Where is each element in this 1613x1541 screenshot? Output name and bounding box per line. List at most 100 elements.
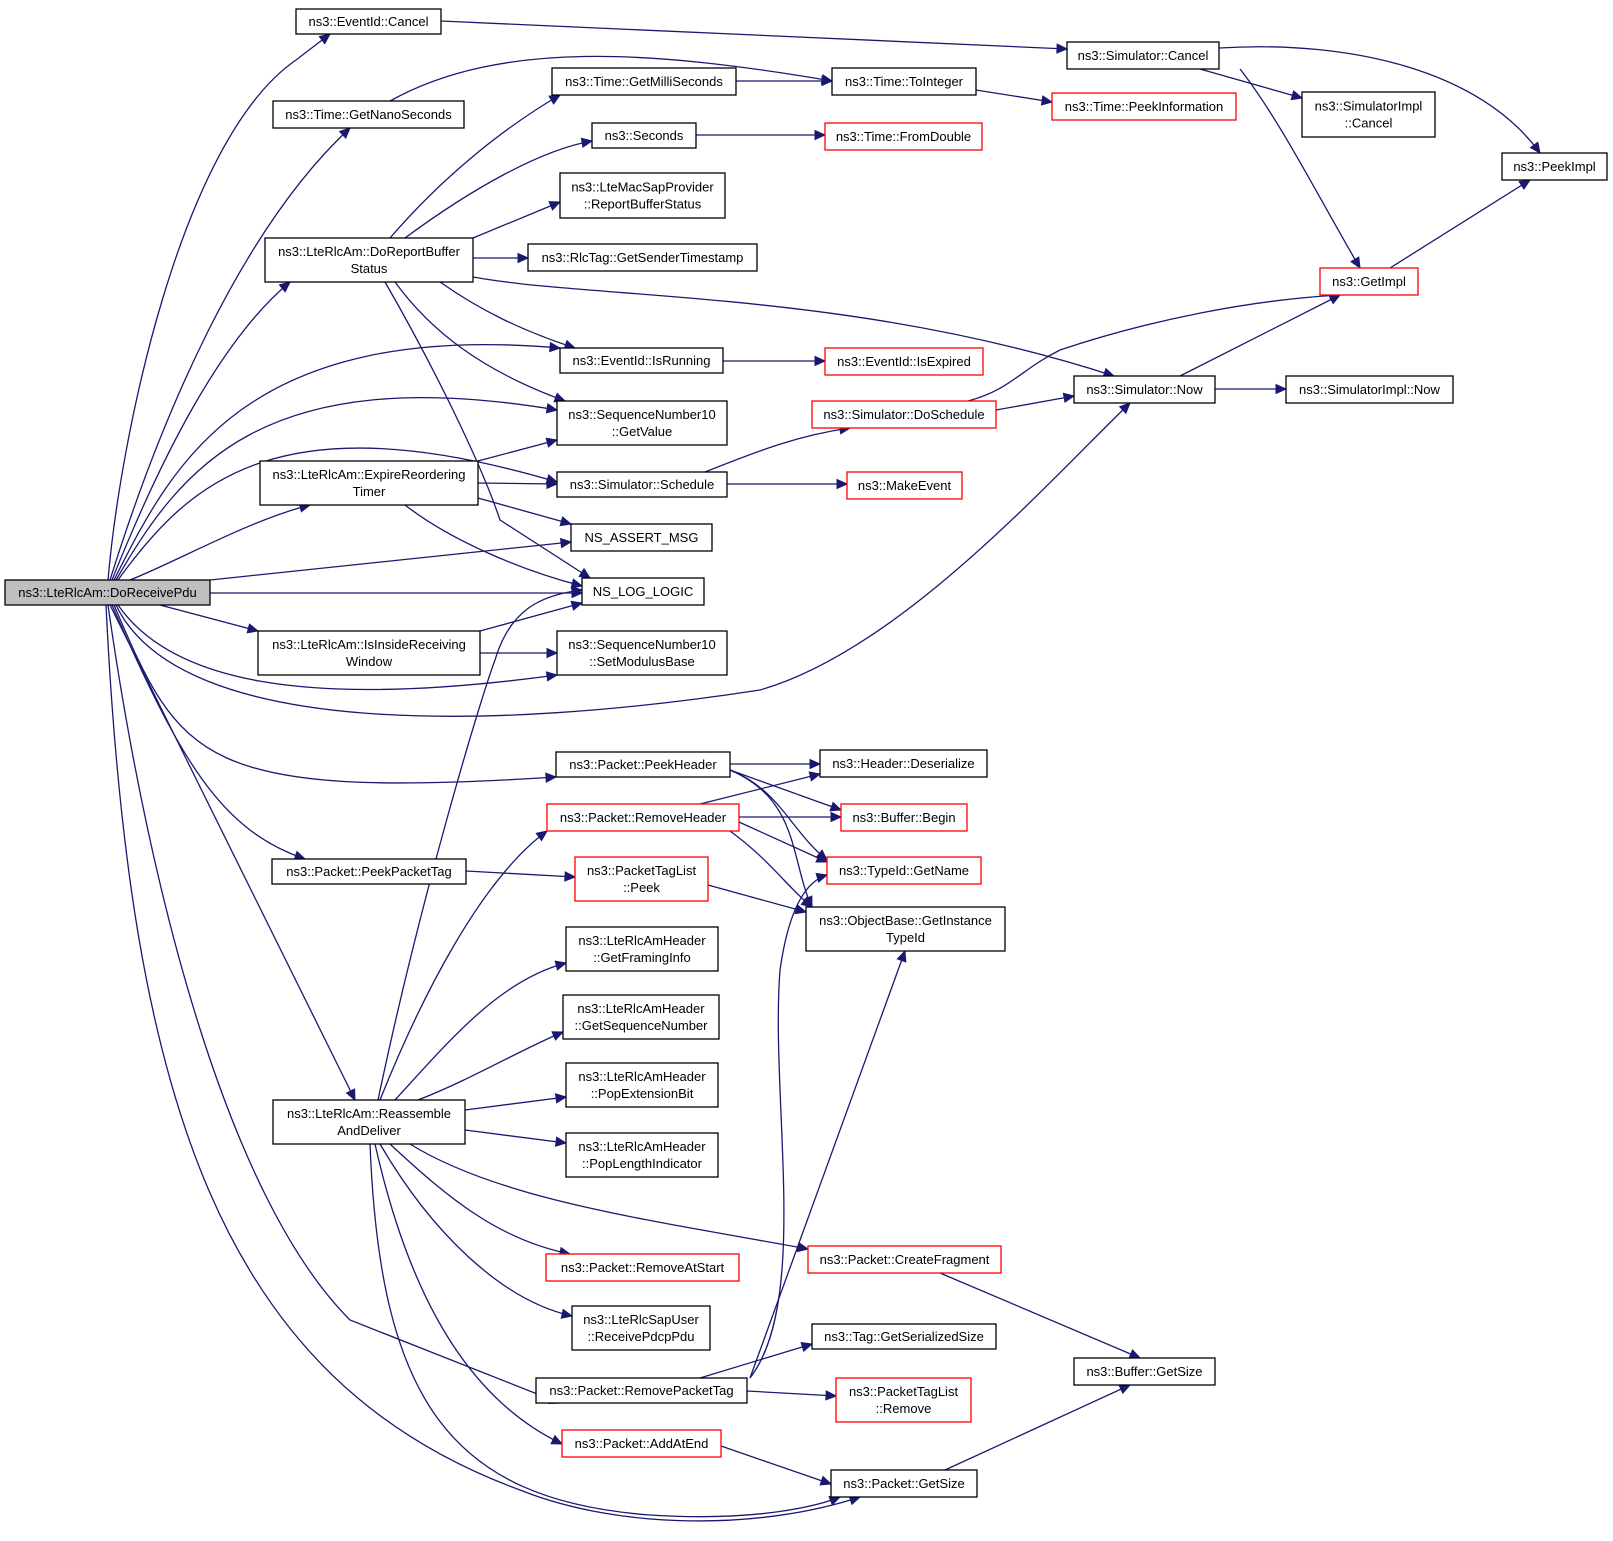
node-label: ns3::Time::GetMilliSeconds	[565, 74, 723, 89]
edge-expire_reordering_timer-to-seqnum_get_value	[477, 437, 559, 462]
node-packet-remove-at-start[interactable]: ns3::Packet::RemoveAtStart	[545, 1253, 740, 1282]
arrowhead-icon	[546, 478, 559, 490]
node-simulator-cancel[interactable]: ns3::Simulator::Cancel	[1066, 41, 1220, 70]
node-simulator-impl-cancel[interactable]: ns3::SimulatorImpl::Cancel	[1301, 91, 1436, 138]
node-box	[1073, 1357, 1216, 1386]
node-type-id-get-name[interactable]: ns3::TypeId::GetName	[826, 856, 982, 885]
node-seqnum-get-value[interactable]: ns3::SequenceNumber10::GetValue	[556, 400, 728, 446]
node-get-framing-info[interactable]: ns3::LteRlcAmHeader::GetFramingInfo	[565, 926, 719, 972]
node-packet-remove-header[interactable]: ns3::Packet::RemoveHeader	[546, 803, 740, 832]
node-label: ::GetFramingInfo	[593, 950, 691, 965]
arrowhead-icon	[550, 1434, 564, 1445]
node-seqnum-set-modulus-base[interactable]: ns3::SequenceNumber10::SetModulusBase	[556, 630, 728, 676]
node-ns-assert-msg[interactable]: NS_ASSERT_MSG	[570, 523, 713, 552]
node-label: ns3::LteRlcAm::Reassemble	[287, 1106, 451, 1121]
node-event-id-is-running[interactable]: ns3::EventId::IsRunning	[559, 347, 724, 374]
edge-line	[699, 773, 821, 805]
node-label: ns3::Seconds	[605, 128, 684, 143]
node-box	[840, 803, 968, 832]
node-time-get-nano-seconds[interactable]: ns3::Time::GetNanoSeconds	[272, 100, 465, 129]
edge-line	[404, 504, 583, 587]
node-box	[1501, 152, 1608, 181]
node-get-impl[interactable]: ns3::GetImpl	[1319, 267, 1419, 296]
node-packet-tag-list-remove[interactable]: ns3::PacketTagList::Remove	[835, 1377, 972, 1423]
node-packet-add-at-end[interactable]: ns3::Packet::AddAtEnd	[561, 1429, 722, 1458]
node-label: ns3::RlcTag::GetSenderTimestamp	[542, 250, 744, 265]
arrowhead-icon	[896, 949, 907, 963]
node-receive-pdcp-pdu[interactable]: ns3::LteRlcSapUser::ReceivePdcpPdu	[571, 1305, 711, 1351]
node-packet-tag-list-peek[interactable]: ns3::PacketTagList::Peek	[574, 856, 709, 902]
node-label: ns3::SequenceNumber10	[568, 637, 715, 652]
arrowhead-icon	[829, 801, 843, 812]
arrowhead-icon	[1040, 95, 1054, 106]
node-seconds[interactable]: ns3::Seconds	[591, 122, 697, 149]
edge-packet_peek_header-to-buffer_begin	[729, 769, 843, 812]
edge-line	[746, 1390, 837, 1397]
node-pop-extension-bit[interactable]: ns3::LteRlcAmHeader::PopExtensionBit	[565, 1062, 719, 1108]
node-simulator-now[interactable]: ns3::Simulator::Now	[1073, 375, 1216, 404]
node-box	[1285, 375, 1454, 404]
arrowhead-icon	[1350, 256, 1361, 270]
node-packet-remove-packet-tag[interactable]: ns3::Packet::RemovePacketTag	[535, 1377, 748, 1404]
node-simulator-do-schedule[interactable]: ns3::Simulator::DoSchedule	[811, 400, 997, 429]
node-time-peek-information[interactable]: ns3::Time::PeekInformation	[1051, 92, 1237, 121]
node-event-id-cancel[interactable]: ns3::EventId::Cancel	[295, 8, 442, 35]
edge-packet_peek_header-to-type_id_get_name	[729, 769, 828, 861]
edge-reassemble_and_deliver-to-get_framing_info	[394, 960, 568, 1101]
node-ns-log-logic[interactable]: NS_LOG_LOGIC	[581, 577, 705, 606]
node-label: ns3::LteRlcAm::DoReceivePdu	[18, 585, 196, 600]
arrowhead-icon	[800, 896, 813, 908]
edge-do_receive_pdu-to-seqnum_set_modulus_base	[117, 604, 559, 691]
node-label: ::ReportBufferStatus	[584, 197, 702, 212]
edge-do_receive_pdu-to-event_id_is_running	[113, 341, 562, 581]
node-report-buffer-status[interactable]: ns3::LteMacSapProvider::ReportBufferStat…	[559, 172, 726, 219]
node-header-deserialize[interactable]: ns3::Header::Deserialize	[819, 749, 988, 778]
node-packet-peek-packet-tag[interactable]: ns3::Packet::PeekPacketTag	[271, 858, 467, 885]
node-label: ns3::Simulator::Schedule	[570, 477, 715, 492]
arrowhead-icon	[549, 341, 562, 353]
node-make-event[interactable]: ns3::MakeEvent	[846, 471, 963, 500]
node-tag-get-serialized-size[interactable]: ns3::Tag::GetSerializedSize	[811, 1323, 997, 1350]
node-time-to-integer[interactable]: ns3::Time::ToInteger	[831, 67, 977, 96]
node-box	[835, 1377, 972, 1423]
node-label: ns3::Packet::GetSize	[843, 1476, 964, 1491]
node-rlc-tag-get-sender-timestamp[interactable]: ns3::RlcTag::GetSenderTimestamp	[527, 243, 758, 272]
node-do-receive-pdu[interactable]: ns3::LteRlcAm::DoReceivePdu	[4, 579, 211, 606]
node-buffer-get-size[interactable]: ns3::Buffer::GetSize	[1073, 1357, 1216, 1386]
node-packet-peek-header[interactable]: ns3::Packet::PeekHeader	[555, 751, 731, 778]
node-simulator-impl-now[interactable]: ns3::SimulatorImpl::Now	[1285, 375, 1454, 404]
arrowhead-icon	[825, 1390, 838, 1401]
node-label: ns3::Simulator::DoSchedule	[823, 407, 984, 422]
node-buffer-begin[interactable]: ns3::Buffer::Begin	[840, 803, 968, 832]
edge-line	[720, 1445, 832, 1485]
node-label: ns3::Packet::PeekPacketTag	[286, 864, 451, 879]
edge-line	[1179, 294, 1341, 377]
arrowhead-icon	[814, 355, 827, 367]
arrowhead-icon	[830, 811, 843, 823]
edge-line	[729, 769, 813, 908]
node-label: ns3::MakeEvent	[858, 478, 952, 493]
node-pop-length-indicator[interactable]: ns3::LteRlcAmHeader::PopLengthIndicator	[565, 1132, 719, 1178]
node-packet-create-fragment[interactable]: ns3::Packet::CreateFragment	[807, 1245, 1002, 1274]
node-box	[271, 858, 467, 885]
edge-simulator_do_schedule-to-simulator_now	[995, 392, 1076, 411]
node-packet-get-size[interactable]: ns3::Packet::GetSize	[830, 1469, 978, 1498]
node-peek-impl[interactable]: ns3::PeekImpl	[1501, 152, 1608, 181]
node-label: ns3::Tag::GetSerializedSize	[824, 1329, 984, 1344]
node-event-id-is-expired[interactable]: ns3::EventId::IsExpired	[824, 347, 984, 376]
arrowhead-icon	[535, 830, 548, 842]
node-simulator-schedule[interactable]: ns3::Simulator::Schedule	[556, 471, 728, 498]
edge-do_receive_pdu-to-packet_peek_header	[113, 604, 558, 784]
node-time-from-double[interactable]: ns3::Time::FromDouble	[824, 122, 983, 151]
edge-line	[107, 33, 331, 581]
node-label: ns3::LteRlcAm::DoReportBuffer	[278, 244, 461, 259]
node-get-sequence-number[interactable]: ns3::LteRlcAmHeader::GetSequenceNumber	[562, 994, 720, 1040]
edge-line	[465, 870, 576, 878]
node-time-get-milli-seconds[interactable]: ns3::Time::GetMilliSeconds	[551, 67, 737, 96]
edge-line	[472, 276, 1115, 377]
